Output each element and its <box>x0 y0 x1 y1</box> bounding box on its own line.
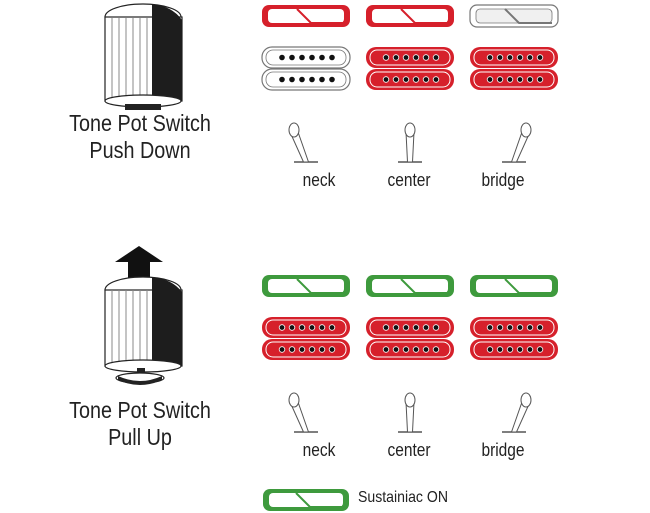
humbucker-icon <box>470 317 558 338</box>
humbucker-icon <box>470 339 558 360</box>
position-label-neck: neck <box>302 170 336 190</box>
sustainiac-icon <box>262 275 350 297</box>
position-label-bridge: bridge <box>481 170 525 190</box>
humbucker-icon <box>366 317 454 338</box>
position-label-bridge: bridge <box>481 440 525 460</box>
humbucker-icon <box>261 46 351 69</box>
pot-title-line: Push Down <box>89 137 191 163</box>
toggle-switch-icon <box>502 122 532 163</box>
position-label-neck: neck <box>302 440 336 460</box>
toggle-switch-icon <box>398 392 422 433</box>
sustainiac-icon <box>263 489 349 511</box>
legend-label: Sustainiac ON <box>358 489 448 506</box>
humbucker-icon <box>366 339 454 360</box>
toggle-switch-icon <box>398 122 422 163</box>
pot-title-pull-up: Tone Pot Switch Pull Up <box>54 397 226 451</box>
pot-title-push-down: Tone Pot Switch Push Down <box>54 110 226 164</box>
toggle-switch-icon <box>502 392 532 433</box>
humbucker-icon <box>261 68 351 91</box>
pot-title-line: Tone Pot Switch <box>69 397 211 423</box>
pot-title-line: Tone Pot Switch <box>69 110 211 136</box>
position-label-center: center <box>387 170 431 190</box>
tone-knob-icon <box>104 276 183 385</box>
humbucker-icon <box>366 69 454 90</box>
toggle-switch-icon <box>288 122 318 163</box>
toggle-switch-icon <box>288 392 318 433</box>
humbucker-icon <box>262 317 350 338</box>
humbucker-icon <box>470 47 558 68</box>
sustainiac-icon <box>366 275 454 297</box>
pot-title-line: Pull Up <box>108 424 172 450</box>
position-label-center: center <box>387 440 431 460</box>
humbucker-icon <box>470 69 558 90</box>
tone-knob-icon <box>104 3 183 110</box>
sustainiac-icon <box>470 275 558 297</box>
arrow-up-icon <box>115 246 163 278</box>
sustainiac-icon <box>366 5 454 27</box>
humbucker-icon <box>366 47 454 68</box>
sustainiac-icon <box>469 4 559 28</box>
sustainiac-icon <box>262 5 350 27</box>
humbucker-icon <box>262 339 350 360</box>
